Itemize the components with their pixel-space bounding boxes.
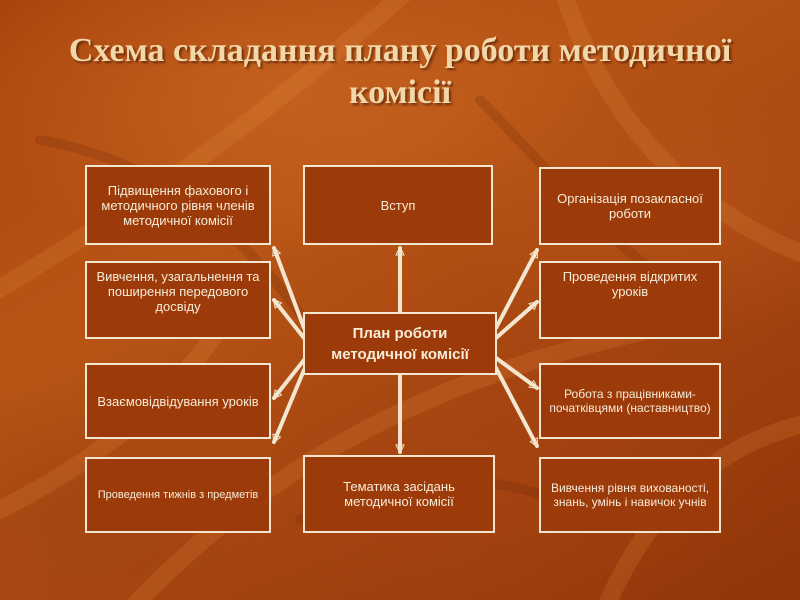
box-label: Організація позакласної роботи <box>557 191 703 221</box>
arrow-to-left-2 <box>272 298 306 340</box>
arrow-to-right-4 <box>494 366 539 448</box>
box-label: План роботи методичної комісії <box>331 324 469 363</box>
box-label: Підвищення фахового і методичного рівня … <box>101 182 255 228</box>
arrow-to-left-4 <box>272 368 306 444</box>
box-professional-development: Підвищення фахового і методичного рівня … <box>85 165 271 245</box>
box-extracurricular-work: Організація позакласної роботи <box>539 167 721 245</box>
arrow-to-right-2 <box>494 300 539 340</box>
box-label: Проведення відкритих уроків <box>562 269 698 299</box>
box-introduction: Вступ <box>303 165 493 245</box>
box-subject-weeks: Проведення тижнів з предметів <box>85 457 271 533</box>
box-label: Проведення тижнів з предметів <box>97 488 259 501</box>
arrow-to-right-1 <box>494 248 539 330</box>
box-label: Робота з працівниками-початківцями (наст… <box>549 387 711 415</box>
arrow-to-left-3 <box>272 358 306 400</box>
box-label: Вступ <box>380 197 416 213</box>
box-label: Тематика засідань методичної комісії <box>343 479 455 509</box>
slide-title: Схема складання плану роботи методичної … <box>68 32 732 111</box>
box-meeting-topics: Тематика засідань методичної комісії <box>303 455 495 533</box>
box-label: Вивчення, узагальнення та поширення пере… <box>96 269 260 314</box>
box-student-assessment: Вивчення рівня вихованості, знань, умінь… <box>539 457 721 533</box>
arrow-to-left-1 <box>272 246 306 330</box>
box-label: Вивчення рівня вихованості, знань, умінь… <box>550 481 710 509</box>
arrow-to-right-3 <box>494 356 539 390</box>
box-best-practices: Вивчення, узагальнення та поширення пере… <box>85 261 271 339</box>
box-label: Взаємовідвідування уроків <box>97 393 259 409</box>
box-mentoring-beginners: Робота з працівниками-початківцями (наст… <box>539 363 721 439</box>
box-mutual-lesson-visits: Взаємовідвідування уроків <box>85 363 271 439</box>
box-central-plan: План роботи методичної комісії <box>303 312 497 375</box>
box-open-lessons: Проведення відкритих уроків <box>539 261 721 339</box>
